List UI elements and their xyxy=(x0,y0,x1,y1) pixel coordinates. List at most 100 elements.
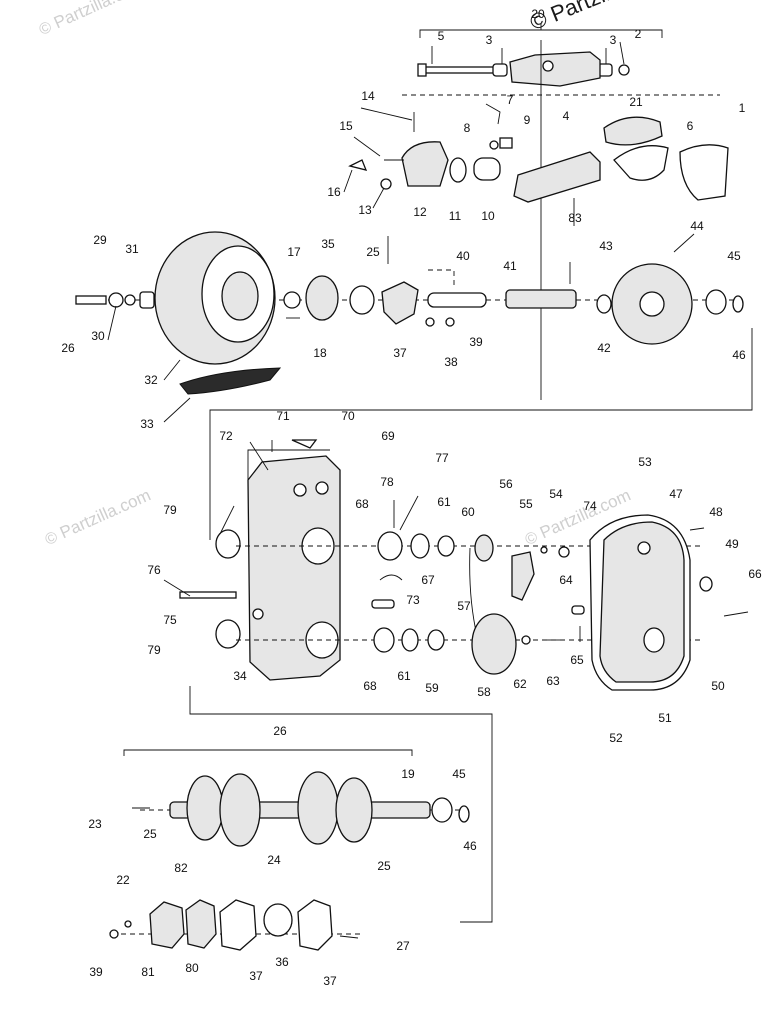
spacer-59 xyxy=(427,629,445,651)
spacer-3 xyxy=(492,63,508,77)
shaft-41 xyxy=(505,289,577,309)
chaincase-group xyxy=(179,439,749,923)
callout-label: 34 xyxy=(233,669,247,683)
seal-79 xyxy=(215,529,241,559)
callout-label: 46 xyxy=(732,348,746,362)
callout-label: 59 xyxy=(425,681,439,695)
ring-11 xyxy=(449,157,467,183)
callout-label: 68 xyxy=(363,679,377,693)
callout-label: 77 xyxy=(435,451,449,465)
callout-label: 61 xyxy=(437,495,451,509)
screw-77 xyxy=(399,495,419,531)
callout-label: 67 xyxy=(421,573,435,587)
screw-48 xyxy=(689,527,705,531)
callout-label: 37 xyxy=(323,974,337,988)
cap-70 xyxy=(291,439,318,449)
ring-49 xyxy=(699,576,713,592)
leader-line xyxy=(163,359,181,381)
bearing-68 xyxy=(373,627,395,653)
bearing-68 xyxy=(377,531,403,561)
callout-label: 75 xyxy=(163,613,177,627)
callout-label: 14 xyxy=(361,89,375,103)
clip-9 xyxy=(499,137,513,149)
pin-73 xyxy=(371,599,395,609)
washer-54 xyxy=(540,546,548,554)
callout-label: 65 xyxy=(570,653,584,667)
flange-37 xyxy=(381,281,419,325)
flange-80 xyxy=(185,899,217,949)
callout-label: 58 xyxy=(477,685,491,699)
callout-label: 5 xyxy=(438,29,445,43)
ring-61 xyxy=(410,533,430,559)
callout-label: 70 xyxy=(341,409,355,423)
callout-label: 13 xyxy=(358,203,372,217)
callout-label: 20 xyxy=(531,7,545,21)
leader-line xyxy=(372,187,385,209)
leader-line xyxy=(107,305,117,341)
callout-label: 74 xyxy=(583,499,597,513)
callout-label: 2 xyxy=(635,27,642,41)
spacer-60 xyxy=(437,535,455,557)
callout-label: 33 xyxy=(140,417,154,431)
leader-line xyxy=(353,136,381,157)
callout-label: 3 xyxy=(610,33,617,47)
drive-shaft-group xyxy=(123,749,470,847)
callout-label: 44 xyxy=(690,219,704,233)
callout-label: 11 xyxy=(449,209,462,223)
callout-label: 25 xyxy=(377,859,391,873)
callout-label: 29 xyxy=(93,233,107,247)
callout-label: 62 xyxy=(513,677,527,691)
callout-label: 50 xyxy=(711,679,725,693)
leader-line xyxy=(163,579,191,597)
leader-line xyxy=(360,107,413,121)
sprocket-24 xyxy=(219,773,261,847)
callout-label: 6 xyxy=(687,119,694,133)
washer-22 xyxy=(124,920,132,928)
callout-label: 19 xyxy=(401,767,415,781)
leader-line xyxy=(673,233,695,253)
callout-label: 79 xyxy=(147,643,161,657)
nut-75 xyxy=(252,608,264,620)
leader-line xyxy=(219,505,235,535)
callout-label: 39 xyxy=(89,965,103,979)
nut-74 xyxy=(558,546,570,558)
callout-label: 48 xyxy=(709,505,723,519)
bearing-36 xyxy=(263,903,293,937)
washer-62 xyxy=(521,635,531,645)
bolt-5 xyxy=(423,66,495,74)
callout-label: 57 xyxy=(457,599,471,613)
callout-label: 25 xyxy=(366,245,380,259)
callout-label: 17 xyxy=(287,245,301,259)
belt-33 xyxy=(179,367,282,395)
top-mount-group xyxy=(348,24,729,400)
callout-label: 25 xyxy=(143,827,157,841)
mount-bracket-4 xyxy=(509,51,601,87)
callout-label: 63 xyxy=(546,674,560,688)
callout-label: 9 xyxy=(524,113,531,127)
nut-2 xyxy=(618,64,630,76)
ring-46 xyxy=(458,805,470,823)
callout-label: 12 xyxy=(413,205,427,219)
sleeve-40 xyxy=(427,292,487,308)
carrier-12 xyxy=(401,141,449,187)
sprocket-58 xyxy=(471,613,517,675)
spacer-31 xyxy=(139,291,155,309)
callout-label: 7 xyxy=(507,93,514,107)
callout-label: 26 xyxy=(61,341,75,355)
callout-label: 78 xyxy=(380,475,394,489)
seal-79 xyxy=(215,619,241,649)
plate-6 xyxy=(613,145,669,181)
callout-label: 23 xyxy=(88,817,102,831)
flange-37 xyxy=(297,899,333,951)
callout-label: 41 xyxy=(503,259,517,273)
callout-label: 56 xyxy=(499,477,513,491)
callout-label: 71 xyxy=(276,409,290,423)
callout-label: 32 xyxy=(144,373,158,387)
callout-label: 66 xyxy=(748,567,762,581)
bearing-17 xyxy=(283,291,301,309)
plate-35 xyxy=(305,275,339,321)
clip-16 xyxy=(348,159,368,171)
